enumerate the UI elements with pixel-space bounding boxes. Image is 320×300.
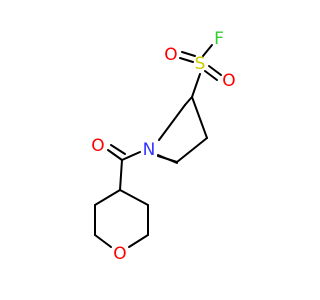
bond-c-o-b [110, 144, 126, 155]
bond-s-o1-a [179, 57, 194, 63]
bond-n-c2 [158, 104, 186, 141]
atom-o-sulfonyl-1: O [164, 45, 177, 65]
molecule-diagram: N O O S O O F [91, 29, 235, 264]
bonds [94, 44, 222, 248]
atom-s: S [195, 54, 206, 74]
bond-carbonyl-oxane [119, 159, 123, 191]
bond-ox1 [94, 189, 121, 206]
bond-s-o1-b [181, 51, 196, 57]
atom-o-ring: O [113, 244, 126, 264]
atom-o-sulfonyl-2: O [222, 71, 235, 91]
atom-n: N [143, 140, 156, 160]
atom-labels: N O O S O O F [91, 29, 235, 264]
bond-ox4 [128, 234, 149, 248]
bond-s-o2-a [204, 70, 218, 81]
atom-f: F [214, 29, 224, 49]
atom-o-carbonyl: O [91, 136, 104, 156]
bond-ox3 [94, 234, 112, 248]
bond-n-c5-connect [157, 154, 178, 164]
bond-n-carbonyl [121, 151, 141, 161]
bond-c3-c4 [191, 96, 208, 139]
bond-s-o2-b [208, 65, 222, 76]
molecule-structure: N O O S O O F [91, 29, 235, 264]
bond-c4-c5 [176, 137, 208, 163]
bond-ox6 [119, 189, 149, 206]
bond-c3-s [191, 73, 201, 98]
bond-c2-c3 [184, 97, 192, 106]
bond-s-f [202, 44, 213, 57]
bond-c-o-a [107, 149, 123, 161]
